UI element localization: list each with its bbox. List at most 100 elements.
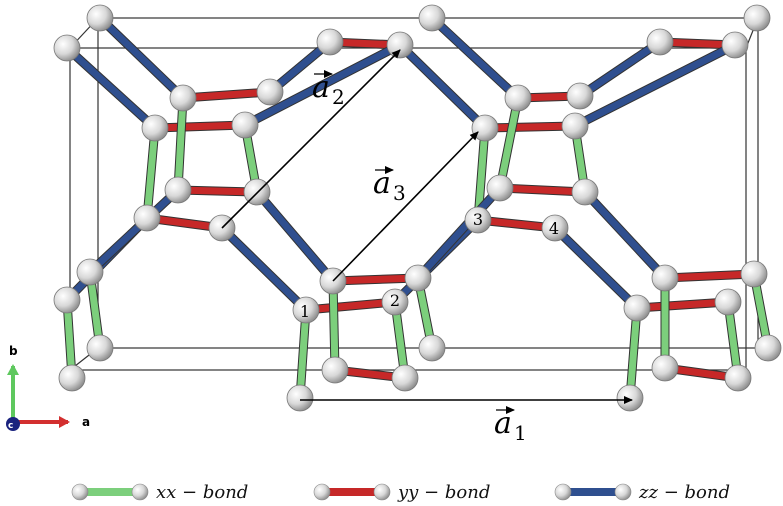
axis-c-dot (6, 417, 20, 431)
atom (646, 28, 674, 56)
atom (724, 364, 752, 392)
atom (566, 82, 594, 110)
site-label-3: 3 (473, 210, 483, 229)
zz-bond (63, 44, 159, 132)
atom (286, 384, 314, 412)
zz-bond (571, 41, 739, 130)
atom (721, 31, 749, 59)
yy-bond (481, 122, 579, 132)
atom (164, 176, 192, 204)
zz-bond (218, 224, 310, 314)
vector-a1-label: a 1 (494, 406, 527, 445)
vector-a3-arrow (332, 131, 479, 282)
atom (743, 4, 771, 32)
atom (740, 260, 768, 288)
atom (231, 111, 259, 139)
vector-a2-subscript: 2 (332, 85, 345, 109)
legend-item-xx: xx − bond (70, 480, 248, 504)
yy-bond-icon (313, 483, 391, 501)
atom (504, 84, 532, 112)
atom (471, 114, 499, 142)
atom (256, 78, 284, 106)
zz-bond (581, 188, 669, 282)
xx-bond (329, 277, 339, 374)
atom (386, 31, 414, 59)
atom (133, 204, 161, 232)
vector-a1-letter: a (494, 406, 512, 441)
zz-bond (576, 38, 664, 100)
atom (292, 296, 320, 324)
xx-bond (496, 94, 522, 192)
atom (651, 354, 679, 382)
atom (76, 258, 104, 286)
atom (714, 288, 742, 316)
xx-bond (143, 124, 159, 222)
atom (418, 334, 446, 362)
axis-triad: b a c (6, 344, 90, 431)
atom (86, 334, 114, 362)
vector-a2-label: a 2 (312, 70, 345, 109)
atom (541, 214, 569, 242)
xx-bond (626, 304, 641, 402)
atom (616, 384, 644, 412)
legend-item-zz: zz − bond (553, 480, 730, 504)
atom (321, 356, 349, 384)
atom (141, 114, 169, 142)
atom (404, 264, 432, 292)
zz-bond-icon (554, 483, 632, 501)
xx-bond (296, 306, 310, 402)
yy-bond (302, 298, 399, 314)
site-label-1: 1 (300, 302, 310, 321)
vector-a1-subscript: 1 (514, 421, 527, 445)
vector-a3-subscript: 3 (393, 181, 406, 205)
vector-a2-arrow (221, 49, 401, 229)
atom (381, 288, 409, 316)
atom (651, 264, 679, 292)
yy-bond (661, 270, 758, 282)
site-label-4: 4 (549, 219, 559, 238)
site-labels: 1 2 3 4 (300, 210, 559, 321)
atom (316, 28, 344, 56)
legend-label-yy: yy − bond (398, 481, 491, 503)
zz-bond (241, 41, 404, 129)
zz-bond (551, 224, 641, 312)
vector-a2-letter: a (312, 70, 330, 105)
yy-bond (633, 298, 732, 312)
atom (486, 174, 514, 202)
yy-bond (496, 184, 589, 196)
site-label-2: 2 (390, 291, 400, 310)
atom (754, 334, 782, 362)
atom (623, 294, 651, 322)
bonds (62, 13, 773, 403)
vector-a3-label: a 3 (373, 166, 406, 205)
zz-bond (96, 14, 187, 102)
yy-bond (329, 274, 422, 285)
yy-bond (151, 121, 249, 132)
atom (571, 178, 599, 206)
legend-item-yy: yy − bond (312, 480, 490, 504)
atom (53, 286, 81, 314)
atom (391, 364, 419, 392)
atom (86, 4, 114, 32)
atom (53, 34, 81, 62)
zz-bond (414, 184, 504, 282)
bond-legend: xx − bond yy − bond zz − bond (0, 478, 783, 506)
xx-bond-icon (71, 483, 149, 501)
zz-bond (86, 186, 182, 276)
yy-bond (179, 88, 274, 102)
atom (58, 364, 86, 392)
lattice-vectors (221, 49, 633, 404)
vector-a3-letter: a (373, 166, 391, 201)
xx-bond (174, 94, 187, 194)
legend-label-xx: xx − bond (156, 481, 249, 503)
atom (418, 4, 446, 32)
axis-c-label: c (8, 421, 13, 431)
atom (561, 112, 589, 140)
zz-bond (396, 41, 489, 132)
atom (169, 84, 197, 112)
atom (464, 206, 492, 234)
zz-bond (253, 188, 337, 285)
legend-label-zz: zz − bond (639, 481, 730, 503)
atoms (53, 4, 782, 412)
